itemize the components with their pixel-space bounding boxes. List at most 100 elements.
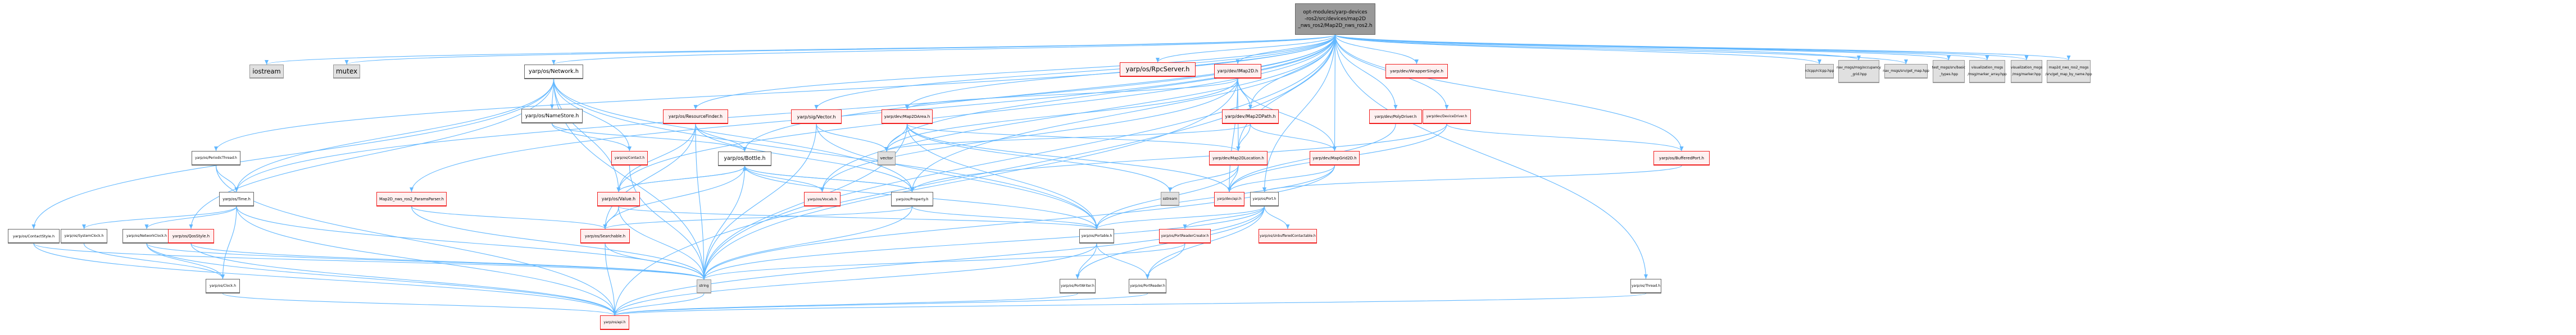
arrowhead-network-to-contactstyle	[31, 224, 36, 229]
graph-node-marker[interactable]: visualization_msgs /msg/marker.hpp	[2011, 60, 2042, 83]
graph-node-clock[interactable]: yarp/os/Clock.h	[206, 279, 240, 293]
arrowhead-portreadercreator-to-string	[702, 275, 706, 279]
graph-node-namestore[interactable]: yarp/os/NameStore.h	[521, 109, 583, 123]
graph-node-mapgrid2d[interactable]: yarp/dev/MapGrid2D.h	[1310, 151, 1360, 166]
edge-portable-to-portwriter	[1077, 243, 1097, 279]
edge-value-to-string	[618, 206, 705, 280]
edge-map2darea-to-sstream	[906, 123, 1171, 192]
graph-node-basictypes[interactable]: test_msgs/srv/basic _types.hpp	[1932, 60, 1965, 83]
edge-root-to-map2dlocation	[1238, 34, 1336, 152]
graph-node-bufferedport[interactable]: yarp/os/BufferedPort.h	[1653, 151, 1710, 166]
arrowhead-map2dpath-to-map2dlocation	[1236, 146, 1241, 151]
edge-port-to-unbufferedcontactable	[1264, 206, 1288, 230]
graph-node-imap2d[interactable]: yarp/dev/IMap2D.h	[1214, 64, 1261, 79]
graph-node-paramsparser[interactable]: Map2D_nws_ros2_ParamsParser.h	[376, 192, 447, 206]
arrowhead-bottle-to-property	[910, 187, 914, 192]
arrowhead-port-to-unbufferedcontactable	[1285, 224, 1290, 229]
graph-node-thread[interactable]: yarp/os/Thread.h	[1630, 279, 1661, 293]
graph-node-value[interactable]: yarp/os/Value.h	[597, 192, 640, 206]
edge-root-to-sigvector	[816, 34, 1336, 110]
arrowhead-periodicthread-to-time	[234, 187, 239, 192]
graph-node-rpcserver[interactable]: yarp/os/RpcServer.h	[1120, 62, 1196, 77]
graph-node-map2darea[interactable]: yarp/dev/Map2DArea.h	[882, 109, 933, 124]
graph-node-qosstyle[interactable]: yarp/os/QosStyle.h	[168, 229, 214, 244]
graph-node-resourcefinder[interactable]: yarp/os/ResourceFinder.h	[663, 109, 728, 124]
arrowhead-root-to-thread	[1644, 274, 1648, 279]
graph-node-occgrid[interactable]: nav_msgs/msg/occupancy _grid.hpp	[1837, 60, 1881, 83]
graph-node-devapi[interactable]: yarp/dev/api.h	[1214, 192, 1244, 206]
edge-network-to-qosstyle	[190, 79, 555, 230]
graph-node-sstream[interactable]: sstream	[1161, 192, 1179, 206]
edge-root-to-osapi	[614, 34, 1336, 316]
arrowhead-root-to-occgrid	[1857, 56, 1861, 60]
arrowhead-port-to-portreadercreator	[1183, 224, 1187, 229]
edge-namestore-to-contact	[551, 123, 630, 152]
edge-contact-to-string	[629, 165, 705, 280]
edge-resourcefinder-to-searchable	[605, 123, 696, 230]
graph-node-string[interactable]: string	[697, 279, 711, 293]
edge-imap2d-to-vector	[886, 78, 1238, 152]
edge-root-to-rpcserver	[1157, 34, 1336, 63]
edge-portable-to-osapi	[614, 243, 1097, 316]
arrowhead-bufferedport-to-port	[1262, 187, 1266, 192]
graph-node-vector[interactable]: vector	[878, 152, 896, 166]
edge-searchable-to-osapi	[605, 243, 615, 316]
graph-node-periodicthread[interactable]: yarp/os/PeriodicThread.h	[192, 151, 240, 166]
graph-node-property[interactable]: yarp/os/Property.h	[891, 192, 933, 206]
graph-node-getmap[interactable]: nav_msgs/srv/get_map.hpp	[1883, 64, 1929, 79]
graph-node-rclcpp[interactable]: rclcpp/rclcpp.hpp	[1805, 64, 1834, 79]
graph-node-polydriver[interactable]: yarp/dev/PolyDriver.h	[1369, 109, 1422, 124]
edge-map2dpath-to-vector	[886, 123, 1251, 152]
arrowhead-root-to-iostream	[265, 60, 269, 65]
graph-node-portreader[interactable]: yarp/os/PortReader.h	[1129, 279, 1166, 293]
graph-node-devicedriver[interactable]: yarp/dev/DeviceDriver.h	[1423, 109, 1471, 124]
graph-node-wrappersingle[interactable]: yarp/dev/WrapperSingle.h	[1385, 64, 1448, 79]
graph-node-map2dlocation[interactable]: yarp/dev/Map2DLocation.h	[1209, 151, 1267, 166]
graph-node-bottle[interactable]: yarp/os/Bottle.h	[718, 152, 771, 166]
arrowhead-port-to-portable	[1094, 224, 1099, 229]
graph-node-root[interactable]: opt-modules/yarp-devices -ros2/src/devic…	[1295, 3, 1375, 35]
graph-node-time[interactable]: yarp/os/Time.h	[219, 192, 254, 206]
graph-node-mutex[interactable]: mutex	[333, 65, 360, 79]
edge-sigvector-to-vector	[816, 123, 887, 152]
graph-node-getmapbyname[interactable]: map2d_nws_ros2_msgs /srv/get_map_by_name…	[2045, 60, 2092, 83]
graph-node-port[interactable]: yarp/os/Port.h	[1250, 192, 1279, 206]
edge-root-to-rclcpp	[1334, 34, 1820, 65]
edge-root-to-property	[911, 34, 1336, 192]
edge-network-to-property	[553, 79, 913, 192]
graph-node-systemclock[interactable]: yarp/os/SystemClock.h	[61, 229, 107, 244]
arrowhead-devicedriver-to-bufferedport	[1679, 146, 1684, 151]
edge-root-to-polydriver	[1334, 34, 1396, 110]
edge-root-to-getmap	[1334, 34, 1907, 65]
arrowhead-root-to-marker	[2024, 56, 2029, 60]
graph-node-portable[interactable]: yarp/os/Portable.h	[1079, 229, 1114, 244]
edge-map2darea-to-devapi	[906, 123, 1230, 192]
edge-contactstyle-to-string	[33, 243, 705, 280]
graph-node-contactstyle[interactable]: yarp/os/ContactStyle.h	[8, 229, 60, 244]
graph-node-map2dpath[interactable]: yarp/dev/Map2DPath.h	[1222, 109, 1279, 124]
graph-node-sigvector[interactable]: yarp/sig/Vector.h	[791, 109, 842, 124]
edge-network-to-contact	[553, 79, 630, 152]
arrowhead-root-to-mutex	[344, 60, 349, 65]
graph-node-contact[interactable]: yarp/os/Contact.h	[611, 151, 648, 166]
edge-networkclock-to-osapi	[146, 243, 615, 316]
graph-node-network[interactable]: yarp/os/Network.h	[524, 65, 583, 79]
edge-network-to-value	[553, 79, 619, 192]
edge-systemclock-to-clock	[83, 243, 224, 279]
graph-node-markerarray[interactable]: visualization_msgs /msg/marker_array.hpp	[1968, 60, 2007, 83]
graph-node-portwriter[interactable]: yarp/os/PortWriter.h	[1060, 279, 1096, 293]
edge-root-to-occgrid	[1334, 34, 1860, 61]
arrowhead-portable-to-portwriter	[1075, 274, 1080, 279]
arrowhead-bottle-to-vocab	[820, 187, 824, 192]
graph-node-searchable[interactable]: yarp/os/Searchable.h	[580, 229, 630, 244]
edge-root-to-iostream	[266, 34, 1336, 65]
graph-node-networkclock[interactable]: yarp/os/NetworkClock.h	[122, 229, 171, 244]
graph-node-portreadercreator[interactable]: yarp/os/PortReaderCreator.h	[1159, 229, 1211, 244]
edge-qosstyle-to-string	[190, 243, 705, 280]
graph-node-osapi[interactable]: yarp/os/api.h	[600, 315, 629, 330]
graph-node-iostream[interactable]: iostream	[249, 65, 284, 79]
graph-node-unbufferedcontactable[interactable]: yarp/os/UnbufferedContactable.h	[1259, 229, 1317, 244]
edge-networkclock-to-string	[146, 243, 705, 280]
graph-node-vocab[interactable]: yarp/os/Vocab.h	[804, 192, 841, 206]
